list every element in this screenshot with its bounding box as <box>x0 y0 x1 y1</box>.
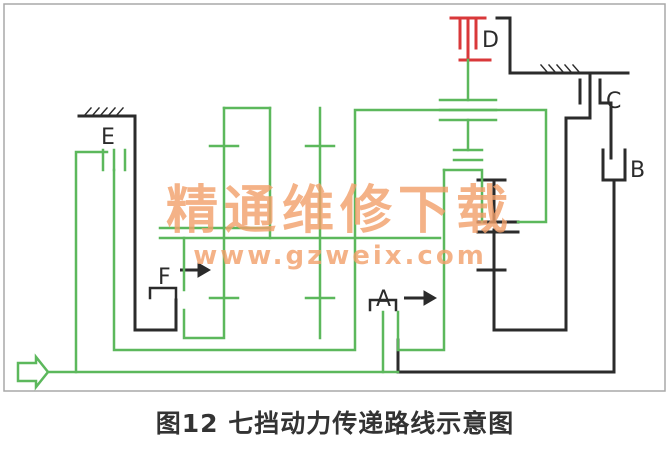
label-a: A <box>376 287 391 312</box>
inactive-components <box>77 16 630 374</box>
brake-c <box>578 71 602 120</box>
e-drop <box>112 108 548 352</box>
ground-c-hatch <box>539 63 582 75</box>
green-box <box>442 168 484 224</box>
clutch-e-right <box>112 148 127 172</box>
label-d: D <box>482 28 499 53</box>
power-flow-path <box>46 58 548 374</box>
input-loop-e <box>74 150 109 374</box>
clutch-a-bracket <box>368 298 398 312</box>
arrow-a-head <box>423 290 437 306</box>
brake-b <box>601 148 627 182</box>
brake-d-housing <box>495 16 547 75</box>
right-shaft-path <box>492 116 592 332</box>
right-outer-path <box>598 101 613 160</box>
green-box-left <box>396 168 446 352</box>
gear-col-1 <box>182 106 226 340</box>
brake-d-active <box>449 16 492 62</box>
ground-e-hatch <box>82 106 125 118</box>
input-arrow-icon <box>16 353 50 391</box>
diagram-frame <box>3 3 666 392</box>
bottom-right-line <box>396 338 616 374</box>
transmission-power-flow-diagram: D C B E F A 精通维修下载 www.gzweix.com <box>3 3 666 392</box>
component-labels: D C B E F A <box>101 28 645 312</box>
label-e: E <box>101 125 115 150</box>
clutch-f-bracket <box>148 286 178 300</box>
watermark: 精通维修下载 www.gzweix.com <box>166 180 514 271</box>
left-housing-e <box>77 114 178 332</box>
arrow-f-head <box>197 262 211 278</box>
watermark-url: www.gzweix.com <box>193 241 487 271</box>
figure-caption: 图12 七挡动力传递路线示意图 <box>155 409 515 438</box>
label-b: B <box>630 158 645 183</box>
label-c: C <box>606 89 621 114</box>
label-f: F <box>158 265 171 290</box>
watermark-main: 精通维修下载 <box>166 180 514 241</box>
